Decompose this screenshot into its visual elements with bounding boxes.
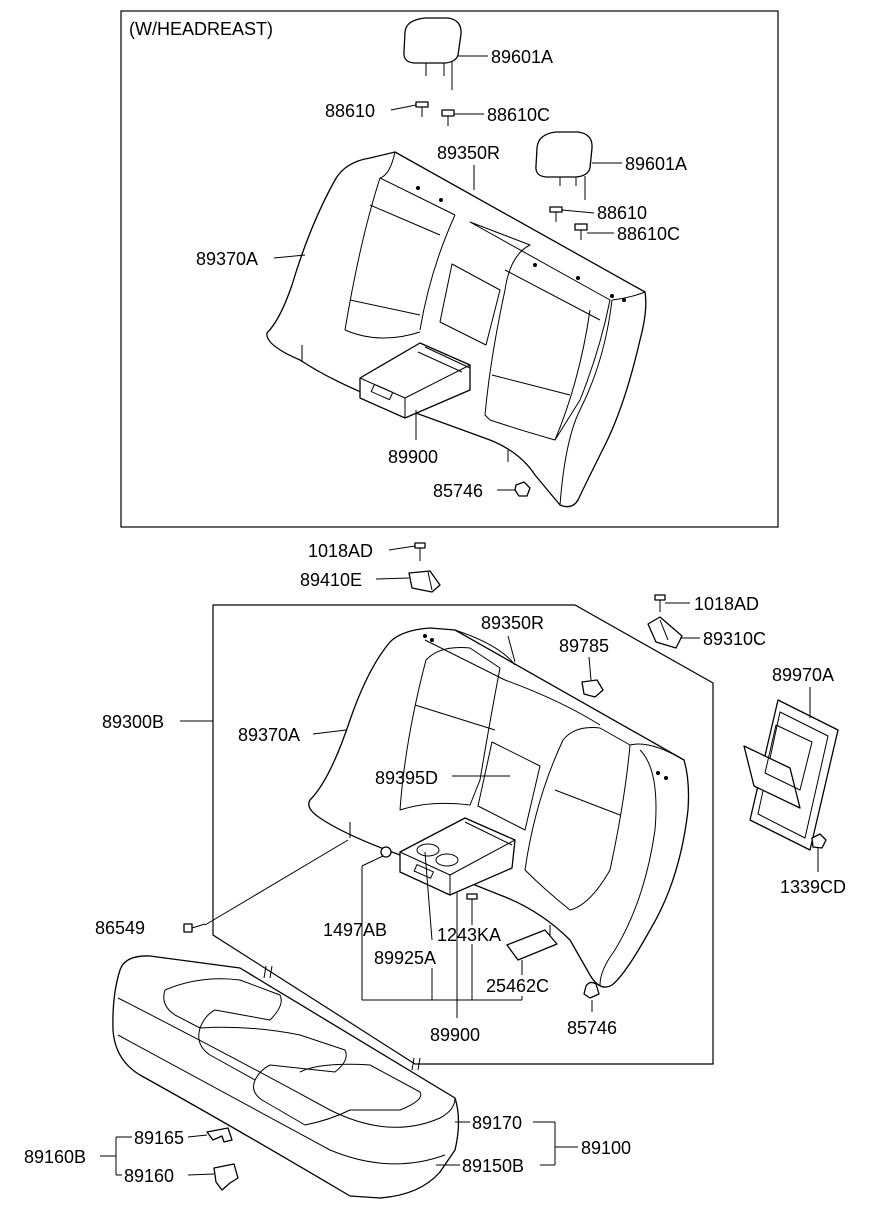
leader-89785 [588,656,592,681]
leader-89350R-2 [507,635,516,663]
leader-1497AB-a [361,855,384,867]
leader-89925A [424,851,433,941]
cover-89970A [743,699,839,851]
label-85746-2: 85746 [567,1018,617,1038]
bottom-frame [212,604,714,1065]
label-89150B: 89150B [462,1156,524,1176]
label-89100: 89100 [581,1138,631,1158]
label-89601A-2: 89601A [625,154,687,174]
screw-1243KA [466,893,478,916]
label-88610C-2: 88610C [617,224,680,244]
bracket-89310C [647,616,683,649]
armrest-89900-lower [399,817,516,896]
label-86549: 86549 [95,918,145,938]
guide-88610-lower [549,206,563,222]
guide-88610C-lower [574,223,588,240]
label-89170: 89170 [472,1113,522,1133]
leader-86549 [204,839,349,926]
label-89601A-1: 89601A [491,47,553,67]
clip-89160 [213,1163,239,1191]
label-89350R-1: 89350R [437,143,500,163]
armrest-89900-upper [359,342,471,419]
headrest-89601A-lower [535,131,593,200]
fastener-1339CD [811,833,827,849]
seat-cushion-assembly [112,955,460,1199]
label-89900-2: 89900 [430,1025,480,1045]
label-89410E: 89410E [300,570,362,590]
label-89900-1: 89900 [388,447,438,467]
top-frame-label: (W/HEADREAST) [129,19,273,39]
bracket-89410E [408,570,441,593]
headrest-89601A-upper [403,17,462,90]
guide-88610C-upper [441,109,455,126]
clip-89785 [581,679,604,698]
leader-88610-1 [390,104,417,111]
leader-88610-2 [561,209,595,214]
clip-89165 [206,1127,233,1143]
bolt-1018AD-left [414,542,426,561]
label-89370A-2: 89370A [238,725,300,745]
leader-89370A-2 [312,729,347,735]
label-89160: 89160 [124,1166,174,1186]
label-1018AD-1: 1018AD [308,541,373,561]
label-89370A-1: 89370A [196,249,258,269]
label-88610-2: 88610 [597,203,647,223]
label-85746-1: 85746 [433,481,483,501]
label-25462C: 25462C [486,976,549,996]
guide-88610-upper [415,101,429,117]
label-1018AD-2: 1018AD [694,594,759,614]
leader-89160 [187,1173,215,1176]
seat-back-with-headrests [266,151,647,508]
fastener-1497AB [380,846,392,858]
nut-85746-upper [514,481,531,497]
leader-1018AD-1 [388,545,416,551]
leader-89370A-1 [273,254,306,259]
label-89300B: 89300B [102,712,164,732]
bolt-86549 [183,923,206,933]
top-frame [120,10,779,528]
leader-89410E [375,577,410,580]
label-88610C-1: 88610C [487,105,550,125]
bolt-1018AD-right [654,594,666,612]
label-1243KA: 1243KA [437,925,501,945]
label-89785: 89785 [559,636,609,656]
label-89160B: 89160B [24,1147,86,1167]
label-89395D: 89395D [375,768,438,788]
label-88610-1: 88610 [325,101,375,121]
label-1497AB: 1497AB [323,920,387,940]
pad-25462C [506,929,558,961]
label-89310C: 89310C [703,629,766,649]
label-1339CD: 1339CD [780,877,846,897]
leader-89165 [187,1134,208,1138]
nut-85746-lower [583,981,600,999]
label-89165: 89165 [134,1128,184,1148]
label-89350R-2: 89350R [481,613,544,633]
label-89925A: 89925A [374,948,436,968]
label-89970A: 89970A [772,665,834,685]
seat-back-assembly [308,627,690,988]
